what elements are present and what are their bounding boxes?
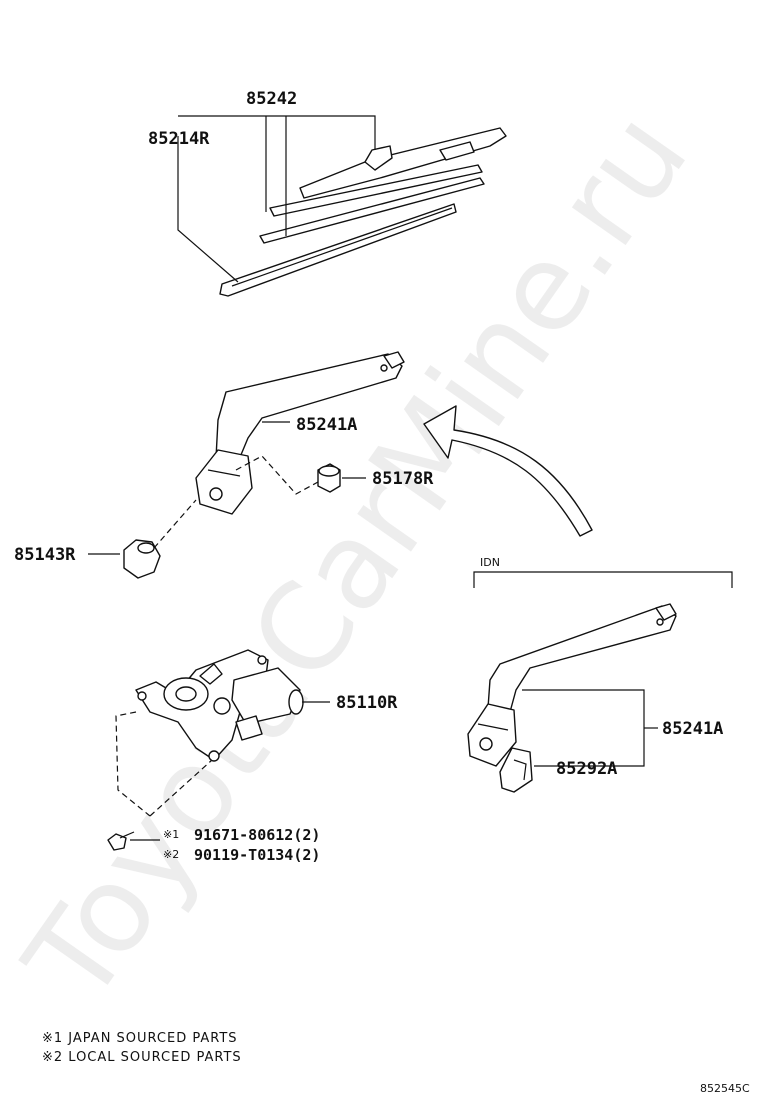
nut-85143R	[123, 539, 161, 579]
cover-85292A	[499, 747, 533, 793]
note-local-sourced: ※2 LOCAL SOURCED PARTS	[42, 1050, 242, 1065]
label-85178R: 85178R	[372, 469, 434, 489]
label-bolt1: 91671-80612(2)	[194, 826, 320, 844]
wiper-motor-85110R	[135, 649, 304, 762]
label-bolt2: 90119-T0134(2)	[194, 846, 320, 864]
figure-code: 852545C	[700, 1082, 750, 1095]
label-85242: 85242	[246, 89, 297, 109]
wiper-blade-assembly	[219, 127, 507, 297]
direction-arrow	[423, 405, 593, 537]
dash-bolt-right	[149, 759, 213, 817]
dash-bolt-left	[115, 711, 151, 817]
bolt	[107, 831, 135, 851]
idn-label: IDN	[480, 556, 500, 569]
leader-85241A-idn	[522, 689, 645, 767]
leader-85242	[178, 115, 376, 236]
leader-85214R	[177, 136, 239, 283]
wiper-arm-85241A-idn	[467, 603, 677, 767]
label-85241A-idn: 85241A	[662, 719, 723, 739]
note-japan-sourced: ※1 JAPAN SOURCED PARTS	[42, 1031, 238, 1046]
label-85143R: 85143R	[14, 545, 76, 565]
label-85241A-top: 85241A	[296, 415, 357, 435]
bolt2-mark: ※2	[163, 848, 179, 861]
dash-85178R	[235, 455, 319, 495]
label-85292A: 85292A	[556, 759, 617, 779]
wiper-arm-85241A	[195, 351, 405, 515]
label-85110R: 85110R	[336, 693, 398, 713]
watermark: ToyotaCarMine.ru	[0, 88, 715, 1027]
cap-85178R	[317, 463, 341, 493]
idn-bracket	[473, 571, 733, 588]
bolt1-mark: ※1	[163, 828, 179, 841]
dash-85143R	[153, 499, 197, 549]
label-85214R: 85214R	[148, 129, 210, 149]
